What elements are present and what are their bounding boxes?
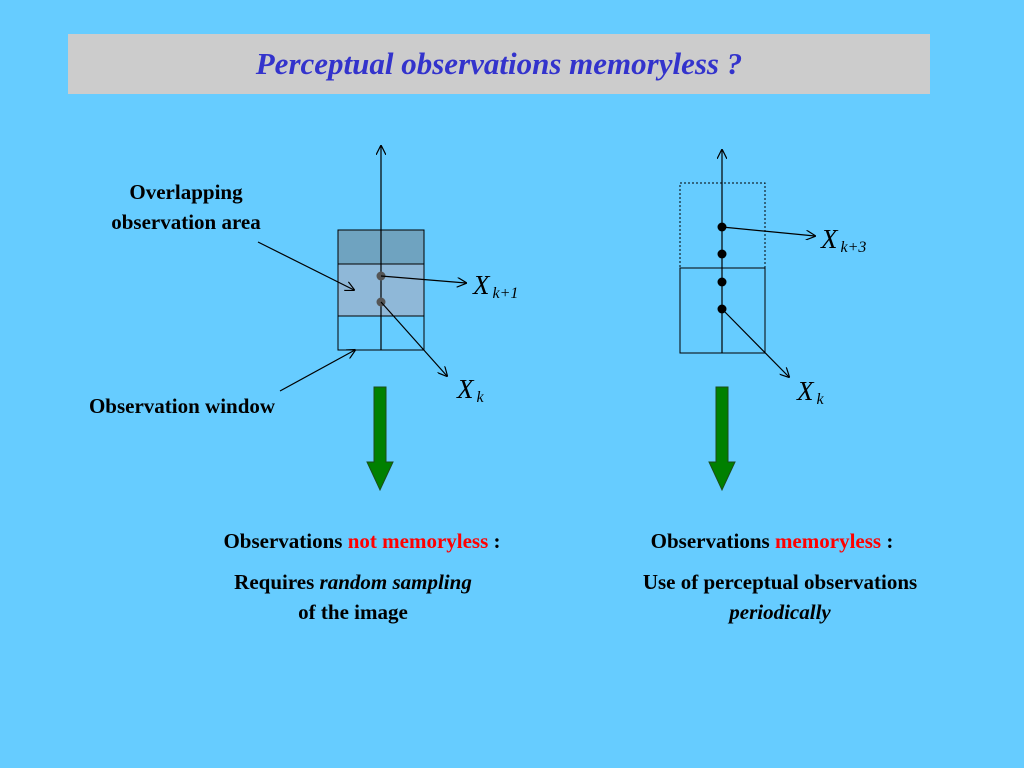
right-pointer-lower <box>721 308 789 377</box>
left-conclusion: Observations not memoryless : <box>162 526 562 556</box>
left-pointer-lower <box>380 301 447 376</box>
right-var-lower-subscript: k <box>816 391 824 408</box>
page-title: Perceptual observations memoryless ? <box>255 46 743 81</box>
right-conclusion: Observations memoryless : <box>572 526 972 556</box>
left-var-lower-subscript: k <box>476 389 484 406</box>
right-observation-diagram <box>679 150 815 492</box>
right-conclusion-prefix: Observations <box>650 529 770 553</box>
right-pointer-upper <box>721 226 815 236</box>
right-var-upper-subscript: k+3 <box>840 239 867 256</box>
right-point-2 <box>717 249 727 259</box>
window-label-pointer <box>279 350 355 392</box>
right-point-3 <box>717 277 727 287</box>
left-conclusion-suffix: : <box>493 529 501 553</box>
left-detail-italic: random sampling <box>319 570 472 594</box>
right-detail: Use of perceptual observations periodica… <box>580 567 980 627</box>
title-bar: Perceptual observations memoryless ? <box>68 34 930 94</box>
overlap-area-label-line1: Overlapping <box>129 180 243 204</box>
right-detail-line1: Use of perceptual observations <box>642 570 918 594</box>
left-var-upper-subscript: k+1 <box>492 285 519 302</box>
right-conclusion-suffix: : <box>886 529 894 553</box>
right-var-upper-symbol: X <box>821 224 838 254</box>
left-var-upper-symbol: X <box>473 270 490 300</box>
left-detail-line2: of the image <box>298 600 408 624</box>
overlap-area-label: Overlapping observation area <box>86 177 286 237</box>
observation-window-label: Observation window <box>88 394 276 418</box>
right-detail-italic: periodically <box>729 600 831 624</box>
left-conclusion-highlight: not memoryless <box>347 529 489 553</box>
right-conclusion-highlight: memoryless <box>774 529 882 553</box>
right-down-arrow <box>708 386 736 492</box>
left-conclusion-prefix: Observations <box>223 529 343 553</box>
left-down-arrow <box>366 386 394 492</box>
right-var-lower-symbol: X <box>797 376 814 406</box>
overlap-area-label-line2: observation area <box>111 210 261 234</box>
left-observation-diagram <box>257 146 466 492</box>
left-var-lower-symbol: X <box>457 374 474 404</box>
overlap-label-pointer <box>257 241 354 290</box>
left-pointer-upper <box>380 275 466 283</box>
left-detail-prefix: Requires <box>234 570 315 594</box>
left-detail: Requires random sampling of the image <box>153 567 553 627</box>
left-detail-line1: Requires random sampling <box>153 567 553 597</box>
